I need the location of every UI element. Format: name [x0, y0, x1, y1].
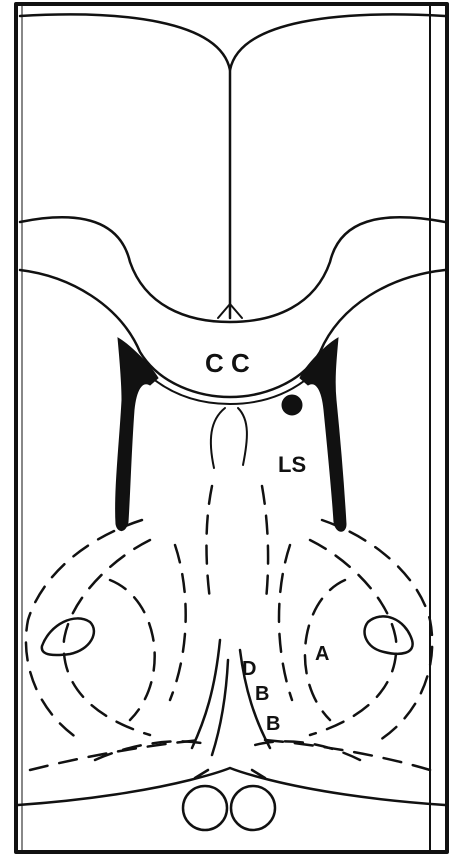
septum-right-wall	[238, 408, 247, 465]
right-island	[365, 616, 413, 653]
left-inner-contour-2	[110, 580, 155, 720]
left-middle-contour	[64, 540, 150, 735]
bottom-dashed-left	[30, 740, 200, 770]
septal-dashed-right	[262, 486, 268, 600]
label-region-a: A	[315, 643, 329, 665]
label-corpus-callosum: C C	[205, 348, 250, 378]
right-ventral-circle	[231, 786, 275, 830]
midline-fissure	[20, 14, 445, 70]
left-outer-contour	[26, 520, 142, 740]
right-middle-contour	[310, 540, 396, 735]
label-diagonal-band-d: D	[242, 658, 256, 680]
septum-left-wall	[211, 408, 225, 468]
right-outer-contour	[322, 520, 432, 740]
right-inner-contour	[279, 545, 292, 700]
label-diagonal-band-b2: B	[266, 713, 280, 735]
section-outline	[16, 4, 447, 852]
label-diagonal-band-b1: B	[255, 683, 269, 705]
right-lateral-ventricle	[300, 338, 346, 531]
left-ventral-circle	[183, 786, 227, 830]
central-band-left	[192, 640, 220, 748]
marker-dot	[282, 395, 302, 415]
septal-dashed-left	[206, 486, 212, 600]
label-lateral-septum: LS	[278, 452, 306, 477]
left-inner-contour	[170, 545, 186, 700]
